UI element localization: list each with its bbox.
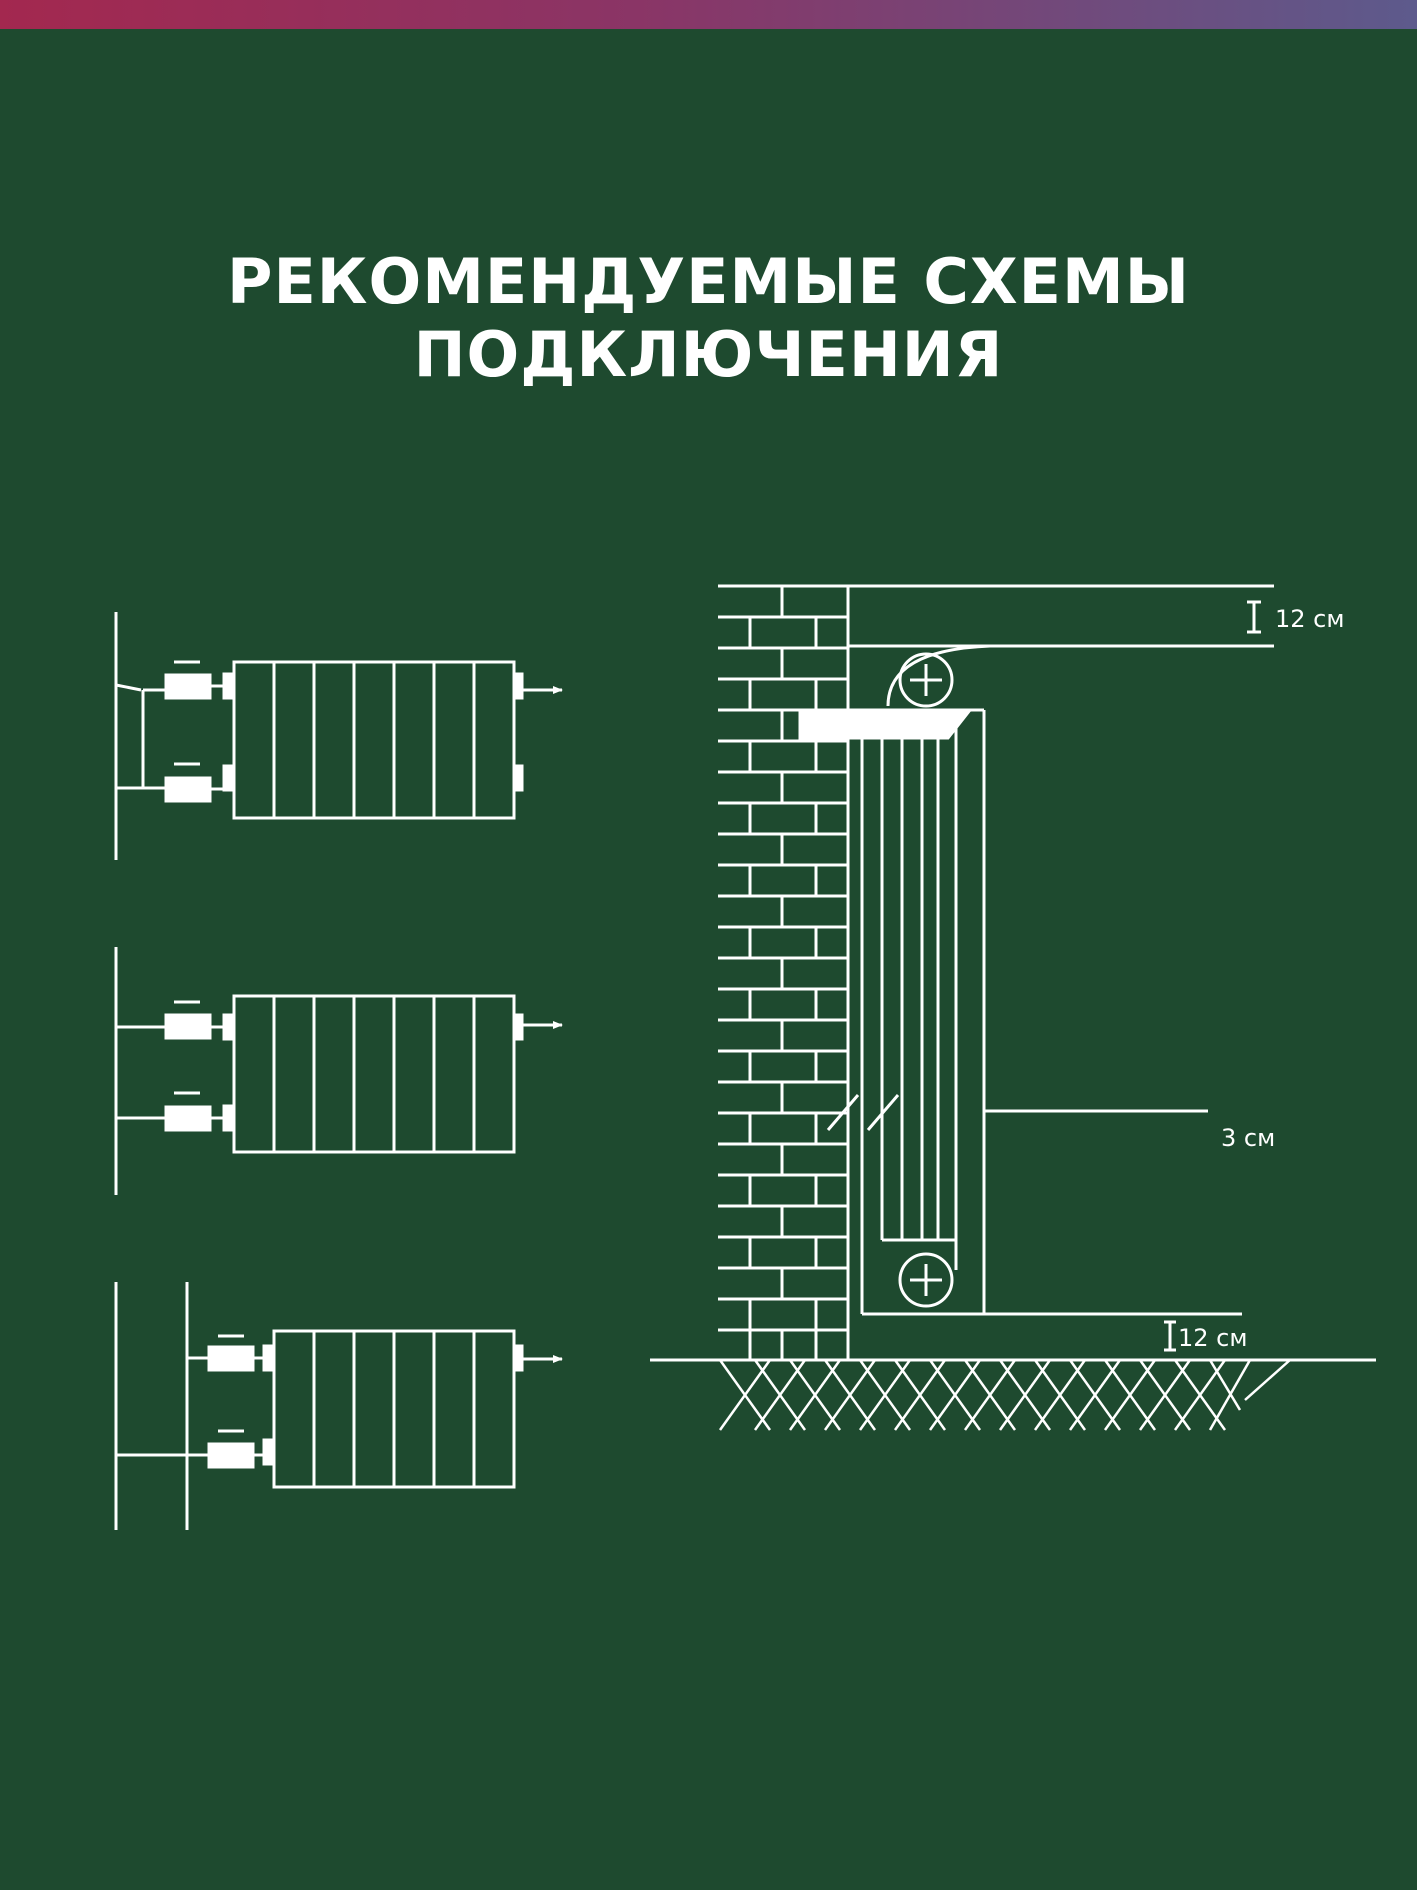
brick-wall	[718, 584, 848, 1360]
floor-hatching	[718, 1359, 1291, 1431]
mounting-bracket	[798, 708, 974, 740]
top-pipe-icon	[898, 652, 954, 708]
wall-gap-label: 3 см	[1221, 1124, 1275, 1152]
bottom-pipe-icon	[898, 1252, 954, 1308]
top-gap-label: 12 см	[1275, 605, 1344, 633]
top-gradient-bar	[0, 0, 1417, 29]
radiator-side-view	[860, 708, 986, 1316]
scheme-two-pipe-connection	[114, 1282, 563, 1530]
scheme-side-connection	[114, 612, 563, 860]
installation-diagram	[650, 584, 1376, 1431]
scheme-side-connection-2	[114, 947, 563, 1195]
bottom-gap-label: 12 см	[1178, 1324, 1247, 1352]
page-title: РЕКОМЕНДУЕМЫЕ СХЕМЫ ПОДКЛЮЧЕНИЯ	[227, 245, 1190, 391]
